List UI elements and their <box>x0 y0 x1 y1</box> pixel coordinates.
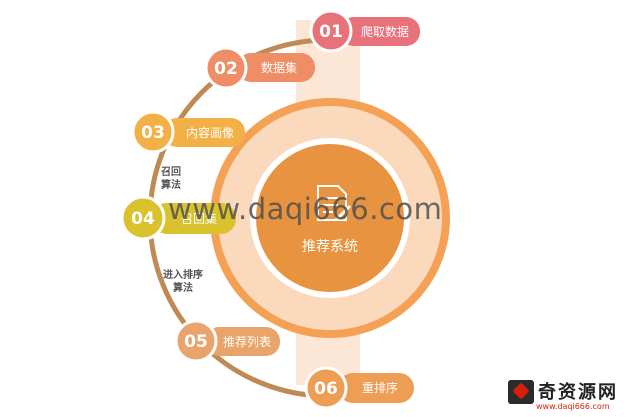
step-03-number: 03 <box>141 123 165 143</box>
ranking-algorithm-label-line2: 算法 <box>172 281 193 294</box>
brand-name: 奇资源网 <box>538 382 618 403</box>
step-05-label: 推荐列表 <box>223 335 271 349</box>
center-label: 推荐系统 <box>302 239 358 255</box>
step-06-pill <box>338 373 414 403</box>
step-04: 04 召回集 <box>120 195 236 241</box>
step-04-label: 召回集 <box>181 211 217 226</box>
daqi-logo-icon <box>508 380 534 404</box>
step-01-pill <box>340 17 420 46</box>
step-02-number: 02 <box>214 59 238 79</box>
step-05: 05 推荐列表 <box>174 319 280 363</box>
recall-algorithm-label-line2: 算法 <box>160 178 181 191</box>
step-02-badge <box>204 46 248 90</box>
step-01-number: 01 <box>319 22 343 42</box>
step-02-pill <box>237 53 315 82</box>
step-03-pill <box>163 118 245 147</box>
watermark-url: www.daqi666.com <box>168 192 443 226</box>
step-01: 01 爬取数据 <box>309 9 420 53</box>
step-06-badge <box>304 366 348 410</box>
step-03-badge <box>131 110 175 154</box>
step-03: 03 内容画像 <box>131 110 245 154</box>
step-06-label: 重排序 <box>362 380 398 395</box>
step-06: 06 重排序 <box>304 366 414 410</box>
step-04-pill <box>152 203 236 234</box>
step-01-label: 爬取数据 <box>361 24 409 39</box>
recall-algorithm-label-line1: 召回 <box>161 166 181 178</box>
step-06-number: 06 <box>314 379 338 399</box>
step-02-label: 数据集 <box>261 60 297 75</box>
ranking-algorithm-label-line1: 进入排序 <box>163 268 203 281</box>
step-05-number: 05 <box>184 332 208 352</box>
step-05-badge <box>174 319 218 363</box>
step-01-badge <box>309 9 353 53</box>
step-05-pill <box>205 327 280 356</box>
document-edit-icon <box>317 185 352 222</box>
center-circle <box>256 144 404 292</box>
step-02: 02 数据集 <box>204 46 315 90</box>
step-04-badge <box>120 195 166 241</box>
brand-url: www.daqi666.com <box>536 402 610 411</box>
step-04-number: 04 <box>131 209 155 229</box>
step-03-label: 内容画像 <box>186 125 234 140</box>
brand-watermark: 奇资源网 www.daqi666.com <box>508 378 626 414</box>
